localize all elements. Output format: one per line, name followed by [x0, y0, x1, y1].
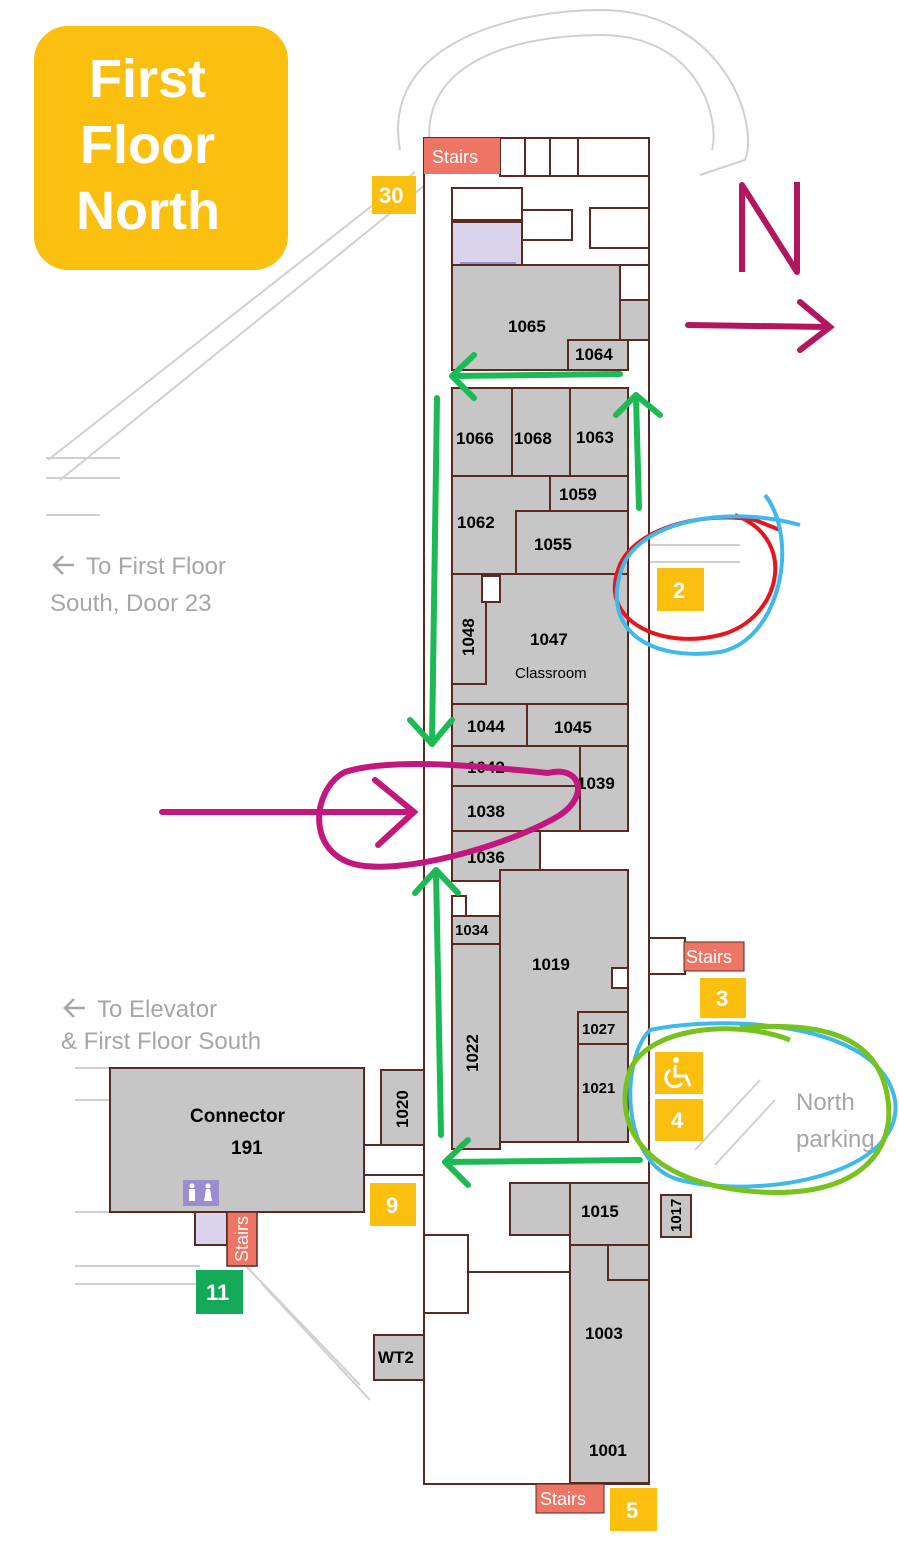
room-1064[interactable] [567, 339, 629, 371]
svg-text:2: 2 [673, 578, 685, 603]
svg-text:1065: 1065 [508, 317, 546, 336]
svg-text:5: 5 [626, 1498, 638, 1523]
left-arrow-icon [63, 998, 85, 1018]
door-5-badge[interactable]: 5 [610, 1488, 657, 1531]
svg-text:1015: 1015 [581, 1202, 619, 1221]
room-1063[interactable] [569, 387, 629, 477]
title-line-1: First [89, 49, 206, 109]
svg-text:1055: 1055 [534, 535, 572, 554]
room-1068[interactable] [511, 387, 571, 477]
entry-arrow [159, 761, 581, 870]
svg-text:1003: 1003 [585, 1324, 623, 1343]
door-3-badge[interactable]: 3 [700, 978, 746, 1018]
svg-text:WT2: WT2 [378, 1348, 414, 1367]
svg-text:191: 191 [231, 1138, 263, 1159]
door-30-badge[interactable]: 30 [372, 176, 416, 214]
svg-text:To First Floor: To First Floor [86, 553, 226, 580]
room-1045[interactable] [526, 703, 629, 747]
route-arrows [407, 352, 663, 1188]
svg-text:To Elevator: To Elevator [97, 996, 217, 1023]
svg-text:& First Floor South: & First Floor South [61, 1028, 261, 1055]
title-line-3: North [76, 181, 220, 241]
door-11-badge[interactable]: 11 [196, 1270, 243, 1314]
svg-text:1044: 1044 [467, 717, 505, 736]
stairs-connector[interactable] [226, 1211, 258, 1267]
svg-text:1062: 1062 [457, 513, 495, 532]
svg-text:South, Door 23: South, Door 23 [50, 590, 211, 617]
svg-text:1048: 1048 [459, 618, 478, 656]
svg-text:30: 30 [379, 183, 403, 208]
stairs-north-label: Stairs [432, 147, 478, 167]
title-badge: First Floor North [34, 26, 288, 270]
stairs-south[interactable]: Stairs [535, 1483, 605, 1514]
svg-text:1019: 1019 [532, 955, 570, 974]
svg-text:1059: 1059 [559, 485, 597, 504]
svg-text:1017: 1017 [668, 1199, 685, 1232]
room-labels: 1065 1064 1066 1068 1063 1059 1062 1055 … [190, 317, 685, 1460]
east-arrow [685, 299, 835, 353]
svg-text:1047: 1047 [530, 630, 568, 649]
svg-text:1066: 1066 [456, 429, 494, 448]
room-1017[interactable] [660, 1194, 692, 1238]
svg-text:parking: parking [796, 1126, 875, 1153]
stairs-east-label: Stairs [686, 947, 732, 967]
svg-text:4: 4 [671, 1108, 684, 1133]
door-badges: 30 2 3 4 9 11 5 [196, 176, 746, 1531]
svg-text:1045: 1045 [554, 718, 592, 737]
wheelchair-icon [655, 1052, 703, 1094]
door-9-badge[interactable]: 9 [370, 1183, 416, 1226]
note-south-door: To First Floor South, Door 23 [50, 553, 226, 617]
svg-text:11: 11 [206, 1280, 229, 1305]
note-north-parking: North parking [796, 1089, 875, 1153]
svg-text:Connector: Connector [190, 1106, 286, 1127]
svg-text:1063: 1063 [576, 428, 614, 447]
title-line-2: Floor [80, 115, 215, 175]
room-1003[interactable] [569, 1244, 650, 1484]
room-1015[interactable] [569, 1182, 650, 1246]
svg-text:1001: 1001 [589, 1441, 627, 1460]
room-1021[interactable] [577, 1043, 629, 1143]
stairs-north[interactable]: Stairs [424, 138, 500, 174]
svg-text:1038: 1038 [467, 802, 505, 821]
parking-circle-green [622, 1023, 892, 1195]
svg-text:1064: 1064 [575, 345, 613, 364]
walkways [46, 8, 776, 1401]
svg-text:1034: 1034 [455, 922, 489, 939]
rooms [109, 264, 692, 1484]
stairs-south-label: Stairs [540, 1489, 586, 1509]
stairs-connector-label: Stairs [232, 1216, 252, 1262]
room-1048[interactable] [451, 573, 487, 685]
svg-text:1021: 1021 [582, 1080, 615, 1097]
svg-text:Classroom: Classroom [515, 665, 587, 682]
svg-text:North: North [796, 1089, 855, 1116]
svg-text:1027: 1027 [582, 1021, 615, 1038]
svg-text:1022: 1022 [463, 1034, 482, 1072]
door-4-badge[interactable]: 4 [655, 1099, 703, 1141]
stairs-east[interactable]: Stairs [683, 941, 745, 972]
svg-text:1020: 1020 [393, 1090, 412, 1128]
door-2-badge[interactable]: 2 [657, 568, 704, 611]
room-1020[interactable] [380, 1069, 425, 1146]
room-wt2[interactable] [373, 1334, 425, 1381]
room-1059[interactable] [549, 475, 629, 512]
north-compass: N [685, 182, 835, 353]
room-1039[interactable] [579, 745, 629, 832]
svg-text:1068: 1068 [514, 429, 552, 448]
room-1022[interactable] [451, 943, 501, 1150]
svg-text:1039: 1039 [577, 774, 615, 793]
room-1038[interactable] [451, 785, 581, 832]
svg-text:3: 3 [716, 986, 728, 1011]
note-elevator: To Elevator & First Floor South [61, 996, 261, 1055]
connector-restroom [194, 1211, 228, 1246]
svg-text:9: 9 [386, 1193, 398, 1218]
room-1044[interactable] [451, 703, 528, 747]
room-1034[interactable] [451, 915, 501, 945]
room-connector-191[interactable] [109, 1067, 365, 1213]
left-arrow-icon [52, 555, 74, 575]
restroom-men-women-icon [183, 1180, 219, 1206]
north-letter-n [739, 182, 800, 275]
room-1055[interactable] [515, 510, 629, 575]
door-2-circle-blue [614, 493, 801, 656]
